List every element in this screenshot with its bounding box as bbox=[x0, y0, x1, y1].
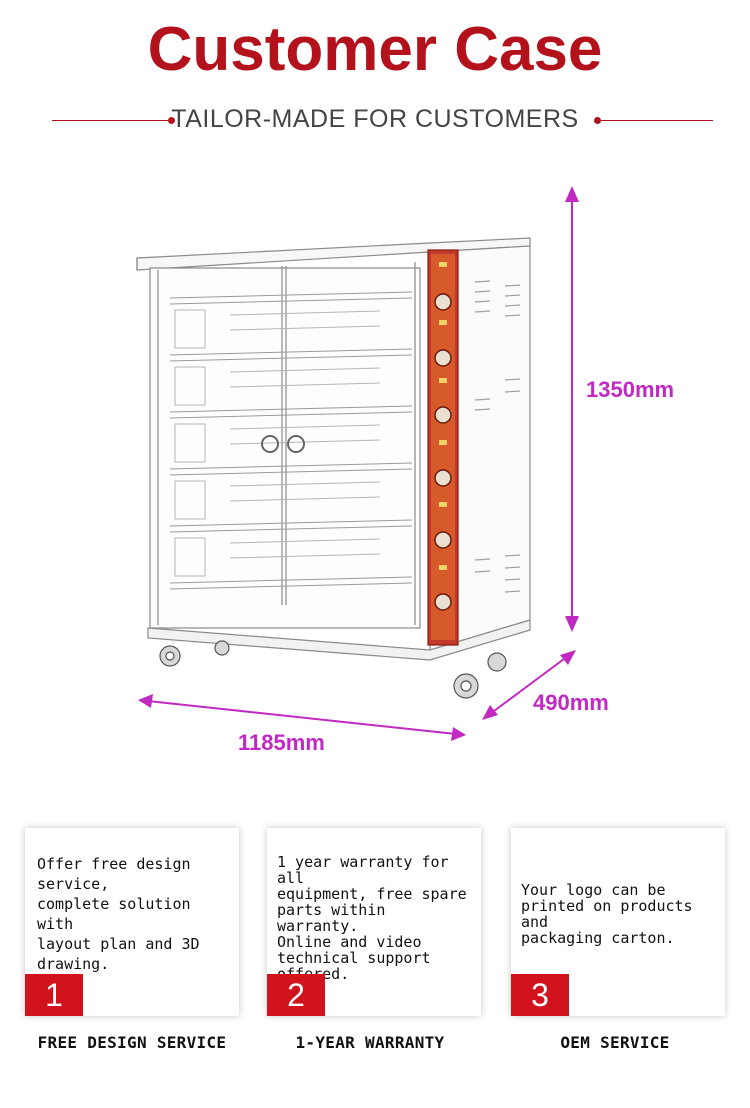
divider-line-right bbox=[601, 120, 713, 121]
divider-line-left bbox=[52, 120, 168, 121]
card-title-warranty: 1-YEAR WARRANTY bbox=[295, 1033, 445, 1052]
subtitle: TAILOR-MADE FOR CUSTOMERS bbox=[171, 105, 579, 133]
width-dimension-label: 1185mm bbox=[238, 730, 325, 755]
service-card-warranty: 1 year warranty for all equipment, free … bbox=[267, 828, 481, 1016]
depth-dimension-label: 490mm bbox=[533, 690, 609, 715]
rotisserie-oven-illustration bbox=[136, 186, 579, 741]
card-title-design: FREE DESIGN SERVICE bbox=[37, 1033, 227, 1052]
card-number-badge: 3 bbox=[511, 974, 569, 1016]
card-number-badge: 1 bbox=[25, 974, 83, 1016]
service-card-design: Offer free design service, complete solu… bbox=[25, 828, 239, 1016]
height-dimension-label: 1350mm bbox=[586, 377, 675, 402]
card-description: Offer free design service, complete solu… bbox=[37, 855, 200, 973]
card-description: Your logo can be printed on products and… bbox=[521, 881, 693, 947]
page-title: Customer Case bbox=[147, 15, 603, 84]
divider-dot-right bbox=[594, 117, 601, 124]
card-description: 1 year warranty for all equipment, free … bbox=[277, 853, 467, 982]
service-card-oem: Your logo can be printed on products and… bbox=[511, 828, 725, 1016]
divider-dot-left bbox=[168, 117, 175, 124]
card-title-oem: OEM SERVICE bbox=[560, 1033, 670, 1052]
subtitle-bar: TAILOR-MADE FOR CUSTOMERS bbox=[0, 104, 750, 138]
card-number-badge: 2 bbox=[267, 974, 325, 1016]
